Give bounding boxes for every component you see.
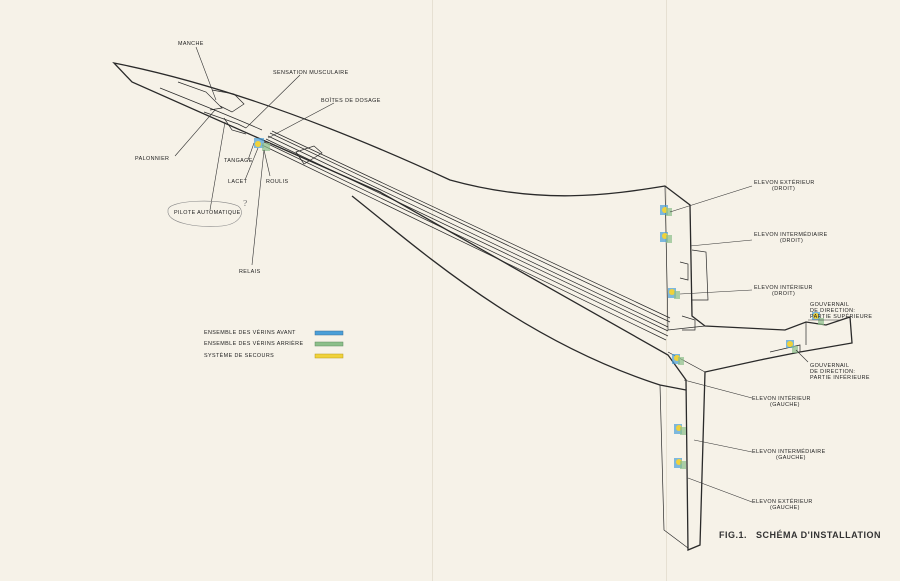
aircraft-outline	[112, 61, 853, 551]
label-gouv-inf-3: PARTIE INFÉRIEURE	[810, 374, 870, 381]
legend-label-0: ENSEMBLE DES VÉRINS AVANT	[204, 329, 296, 336]
label-palonnier: PALONNIER	[135, 156, 169, 162]
legend-label-1: ENSEMBLE DES VÉRINS ARRIÈRE	[204, 340, 303, 347]
legend: ENSEMBLE DES VÉRINS AVANT ENSEMBLE DES V…	[204, 329, 344, 359]
label-gouv-sup-3: PARTIE SUPÉRIEURE	[810, 313, 872, 320]
label-lacet: LACET	[228, 179, 248, 185]
legend-swatch-0	[314, 330, 344, 336]
label-gouv-inf-2: DE DIRECTION:	[810, 369, 855, 375]
handwritten-question-mark: ?	[243, 199, 247, 208]
actuators	[254, 138, 824, 469]
figure-caption: FIG.1. SCHÉMA D'INSTALLATION	[719, 530, 881, 540]
actuator-gouv-inf	[786, 340, 798, 353]
actuator-gouv-sup	[812, 312, 824, 325]
label-gouv-sup-1: GOUVERNAIL	[810, 302, 849, 308]
label-sensation: SENSATION MUSCULAIRE	[273, 70, 349, 76]
label-int-droit: ELEVON INTERMÉDIAIRE	[754, 231, 828, 238]
page-fold-left	[432, 0, 433, 581]
cockpit-details	[177, 81, 323, 165]
label-boites: BOÎTES DE DOSAGE	[321, 97, 381, 104]
page-fold-right	[666, 0, 667, 581]
label-inter-gauche: ELEVON INTÉRIEUR	[752, 395, 811, 402]
label-inter-droit: ELEVON INTÉRIEUR	[754, 284, 813, 291]
label-relais: RELAIS	[239, 269, 261, 275]
label-inter-droit-side: (DROIT)	[772, 291, 795, 297]
label-tangage: TANGAGE	[224, 158, 253, 164]
actuator-inter-gauche	[672, 354, 684, 365]
legend-label-2: SYSTÈME DE SECOURS	[204, 352, 274, 359]
label-ext-droit-side: (DROIT)	[772, 186, 795, 192]
label-inter-gauche-side: (GAUCHE)	[770, 402, 800, 408]
label-gouv-inf-1: GOUVERNAIL	[810, 363, 849, 369]
actuator-int-droit	[660, 232, 672, 243]
label-gouv-sup-2: DE DIRECTION:	[810, 308, 855, 314]
actuator-ext-droit	[660, 205, 672, 216]
actuator-inter-droit	[668, 288, 680, 299]
legend-swatch-1	[314, 341, 344, 347]
legend-swatch-2	[314, 353, 344, 359]
label-ext-droit: ELEVON EXTÉRIEUR	[754, 179, 815, 186]
actuator-ext-gauche	[674, 458, 686, 469]
actuator-int-gauche	[674, 424, 686, 435]
label-int-droit-side: (DROIT)	[780, 238, 803, 244]
label-manche: MANCHE	[178, 41, 204, 47]
actuator-cockpit	[254, 138, 270, 151]
label-ext-gauche-side: (GAUCHE)	[770, 505, 800, 511]
label-int-gauche: ELEVON INTERMÉDIAIRE	[752, 448, 826, 455]
leader-lines	[174, 46, 840, 503]
label-int-gauche-side: (GAUCHE)	[776, 455, 806, 461]
handwritten-circle	[167, 200, 242, 227]
component-labels: MANCHE SENSATION MUSCULAIRE BOÎTES DE DO…	[135, 41, 872, 511]
label-roulis: ROULIS	[266, 179, 288, 185]
label-pilote: PILOTE AUTOMATIQUE	[174, 210, 241, 216]
label-ext-gauche: ELEVON EXTÉRIEUR	[752, 498, 813, 505]
control-cables	[261, 130, 671, 341]
